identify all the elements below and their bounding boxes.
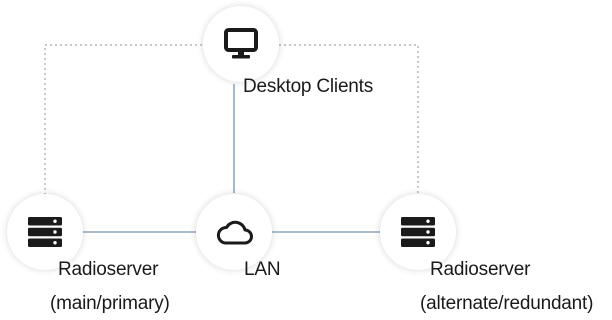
desktop-clients-node[interactable] bbox=[203, 6, 279, 82]
main-radioserver-label-line2: (main/primary) bbox=[50, 293, 170, 314]
server-icon bbox=[28, 217, 62, 247]
dotted-link-main-to-desktop bbox=[44, 44, 203, 195]
main-radioserver-node[interactable] bbox=[7, 194, 83, 270]
alt-radioserver-node[interactable] bbox=[380, 194, 456, 270]
server-icon bbox=[401, 217, 435, 247]
monitor-icon bbox=[224, 28, 258, 59]
alt-radioserver-label-line2: (alternate/redundant) bbox=[420, 293, 594, 314]
dotted-link-desktop-to-alt bbox=[279, 44, 419, 195]
alt-radioserver-label-line1: Radioserver bbox=[430, 259, 531, 280]
desktop-clients-label: Desktop Clients bbox=[243, 76, 374, 97]
lan-label: LAN bbox=[244, 259, 281, 280]
lan-node[interactable] bbox=[196, 194, 272, 270]
cloud-icon bbox=[216, 220, 253, 245]
main-radioserver-label-line1: Radioserver bbox=[58, 259, 159, 280]
